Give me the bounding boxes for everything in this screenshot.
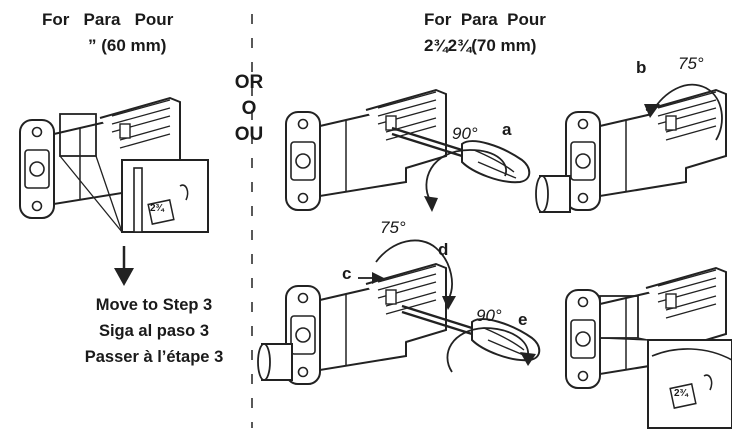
or-text-fr: OU <box>234 124 264 145</box>
down-arrow-icon <box>114 268 134 286</box>
angle-d: 75° <box>380 218 406 237</box>
or-text-es: O <box>241 98 257 119</box>
left-header-title: For Para Pour <box>42 10 174 29</box>
callout-b: b <box>636 58 647 77</box>
right-header-measure: 2¾2¾(70 mm) <box>424 36 537 55</box>
step-text-en: Move to Step 3 <box>95 296 213 314</box>
latch-mark-right: 2¾ <box>674 388 688 399</box>
left-header-measure: ” (60 mm) <box>88 36 167 55</box>
zoom-box-left <box>59 113 97 157</box>
callout-a: a <box>502 120 512 139</box>
or-text-en: OR <box>234 72 264 93</box>
angle-e: 90° <box>476 306 502 325</box>
angle-b: 75° <box>678 54 704 73</box>
latch-cde <box>285 263 447 385</box>
callout-d: d <box>438 240 449 259</box>
latch-mark-left: 2¾ <box>150 203 164 214</box>
latch-a <box>285 89 447 211</box>
zoom-box-right <box>599 295 639 339</box>
callout-e: e <box>518 310 528 329</box>
step-text-fr: Passer à l’étape 3 <box>84 348 224 366</box>
angle-a: 90° <box>452 124 478 143</box>
callout-c: c <box>342 264 352 283</box>
step-text-es: Siga al paso 3 <box>98 322 210 340</box>
right-header-title: For Para Pour <box>424 10 546 29</box>
